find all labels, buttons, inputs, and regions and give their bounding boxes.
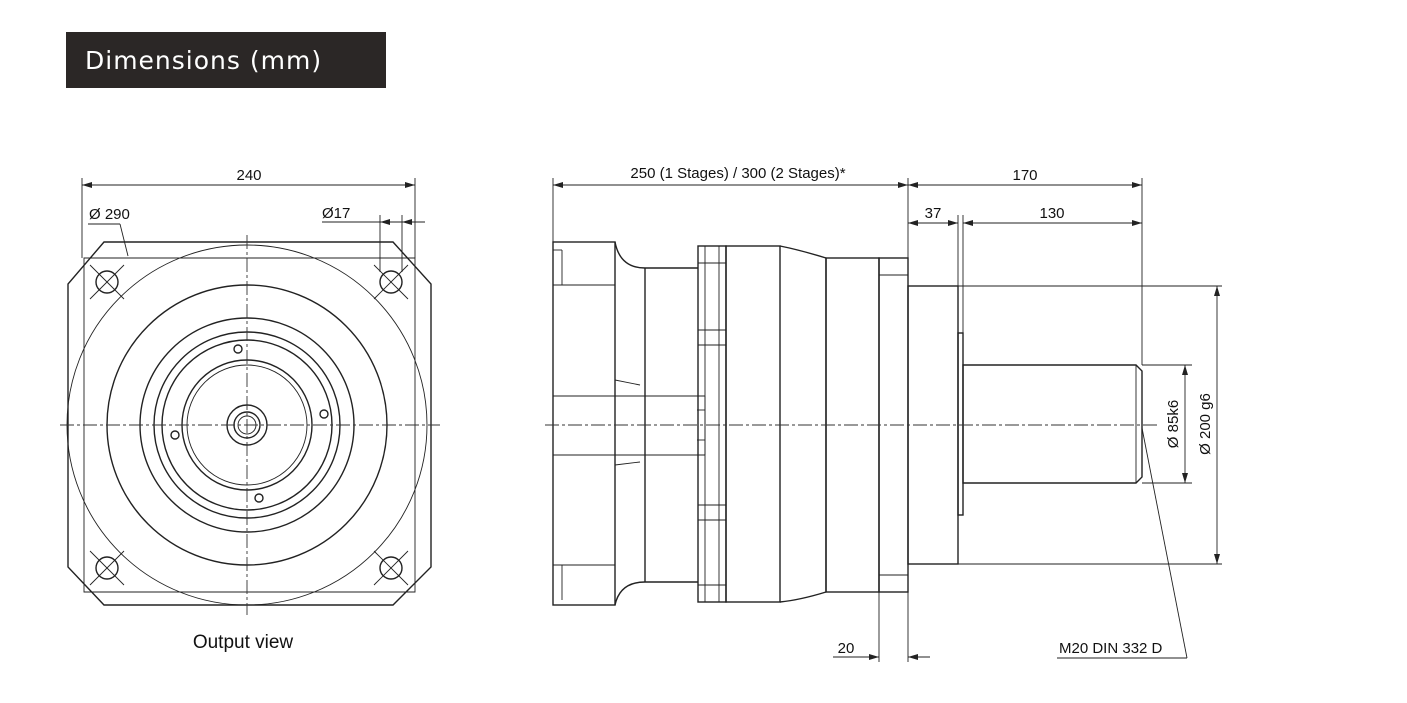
dim-pilot-diameter: Ø 200 g6: [1197, 393, 1214, 455]
flange-outline: [67, 241, 432, 606]
dim-shaft-length: 130: [1039, 205, 1064, 222]
mounting-hole: [373, 550, 409, 586]
dim-output-length: 170: [1012, 167, 1037, 184]
dim-shoulder: 37: [925, 205, 942, 222]
dim-body-length: 250 (1 Stages) / 300 (2 Stages)*: [630, 165, 845, 182]
dim-hole-diameter: Ø17: [322, 205, 350, 222]
input-flange: [552, 241, 616, 606]
dim-flange-diameter: Ø 290: [89, 206, 130, 223]
mounting-hole: [373, 264, 409, 300]
main-housing: [725, 245, 781, 603]
thread-note: M20 DIN 332 D: [1059, 640, 1163, 657]
output-view: 240 Ø 290 Ø17 Output view: [60, 167, 440, 653]
page-title: Dimensions (mm): [66, 32, 386, 88]
dim-width: 240: [236, 167, 261, 184]
dim-flange-thickness: 20: [838, 640, 855, 657]
mounting-hole: [89, 550, 125, 586]
mounting-hole: [89, 264, 125, 300]
caption-output-view: Output view: [193, 632, 294, 653]
side-view: 250 (1 Stages) / 300 (2 Stages)* 170 37 …: [545, 165, 1222, 662]
clamping-ring: [697, 245, 727, 603]
output-shaft: [962, 364, 1143, 484]
dim-shaft-diameter: Ø 85k6: [1165, 400, 1182, 448]
